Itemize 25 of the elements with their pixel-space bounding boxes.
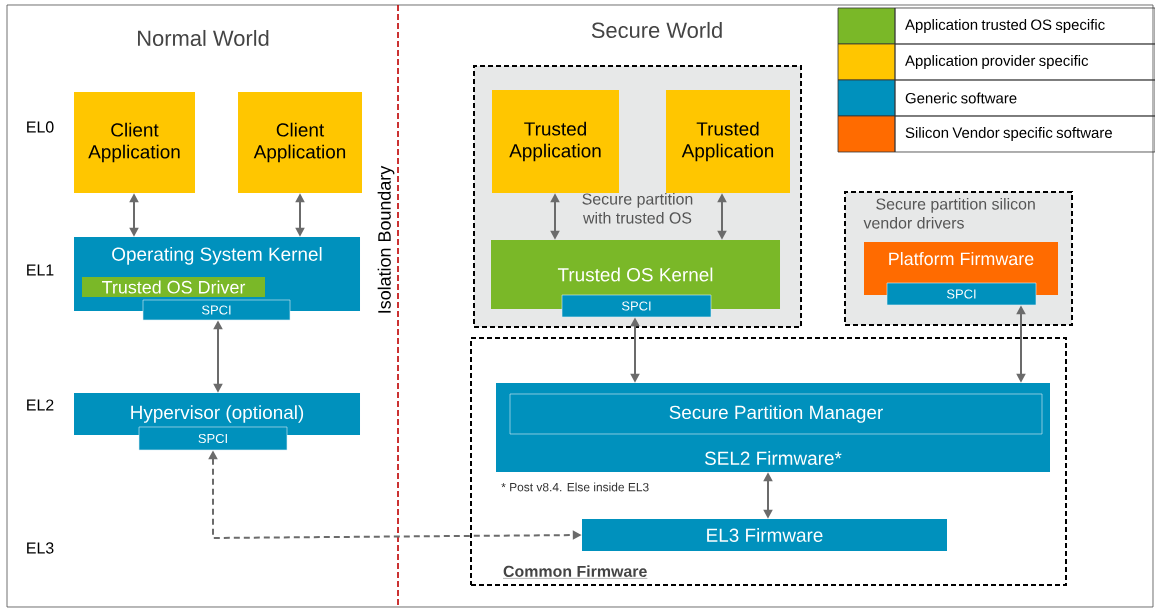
legend-label: Generic software <box>894 79 1155 117</box>
application-box: Client Application <box>74 92 195 193</box>
application-box: Trusted Application <box>492 90 619 193</box>
interface-box: SPCI <box>561 294 712 318</box>
node-label: Operating System Kernel <box>112 246 322 265</box>
legend-label: Application trusted OS specific <box>894 7 1155 45</box>
level-label: EL0 <box>27 121 54 133</box>
firmware-box: EL3 Firmware <box>582 519 947 551</box>
interface-box: SPCI <box>138 426 288 451</box>
driver-box: Trusted OS Driver <box>82 277 265 297</box>
level-label: EL1 <box>27 264 54 276</box>
interface-box: SPCI <box>142 299 291 321</box>
legend-label: Silicon Vendor specific software <box>894 115 1155 153</box>
heading: Normal World <box>138 29 269 47</box>
boundary-label: Isolation Boundary <box>377 165 395 313</box>
application-box: Client Application <box>238 92 362 193</box>
manager-box: Secure Partition Manager <box>509 393 1043 435</box>
interface-box: SPCI <box>886 282 1037 306</box>
node-label: Hypervisor (optional) <box>131 405 304 423</box>
application-box: Trusted Application <box>666 90 790 193</box>
level-label: EL3 <box>27 542 54 554</box>
footnote: * Post v8.4. Else inside EL3 <box>501 482 649 492</box>
heading: Secure World <box>591 21 722 39</box>
level-label: EL2 <box>27 399 54 411</box>
legend-label: Application provider specific <box>894 43 1155 81</box>
